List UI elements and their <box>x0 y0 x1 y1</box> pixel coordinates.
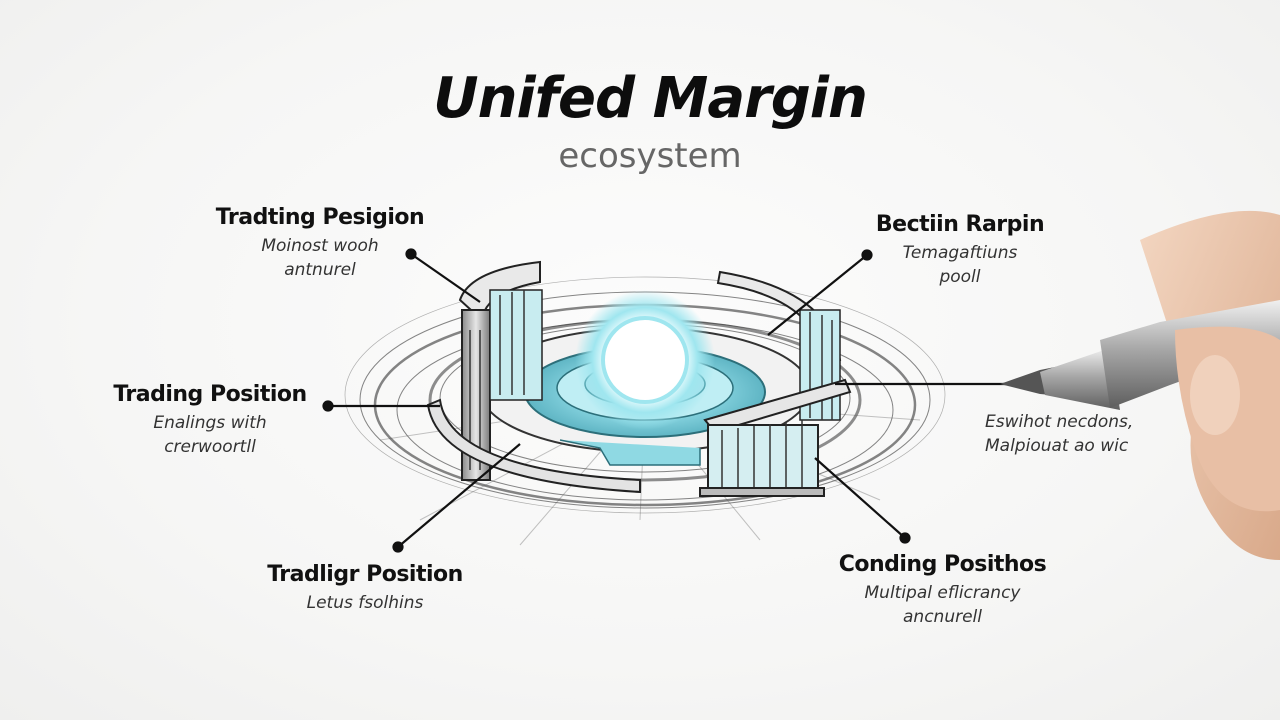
leader-dot-bottom-left <box>392 541 404 553</box>
label-top-right: Bectiin Rarpin Temagaftiuns pooll <box>850 212 1070 289</box>
label-title: Conding Posithos <box>838 552 1047 577</box>
leader-lines <box>322 248 1010 553</box>
label-line: antnurel <box>284 260 356 280</box>
label-title: Tradligr Position <box>267 562 463 587</box>
label-bottom-right: Conding Posithos Multipal eflicrancy anc… <box>820 552 1065 629</box>
label-line: Letus fsolhins <box>306 593 424 613</box>
diagram-title: Unifed Margin <box>433 66 868 131</box>
leader-line-top-right <box>767 254 868 336</box>
label-title: Bectiin Rarpin <box>875 212 1045 237</box>
label-line: Temagaftiuns <box>902 243 1018 263</box>
label-line: ancnurell <box>903 607 982 627</box>
leader-dot-mid-left <box>322 400 334 412</box>
right-colonnade <box>699 270 852 497</box>
label-line: Moinost wooh <box>261 236 379 256</box>
label-line: Multipal eflicrancy <box>864 583 1021 603</box>
leader-dot-top-left <box>405 248 417 260</box>
label-line: Eswihot necdons, <box>985 412 1134 432</box>
leader-line-bottom-right <box>814 457 906 539</box>
leader-dot-bottom-right <box>899 532 911 544</box>
diagram-subtitle: ecosystem <box>558 136 742 176</box>
leader-line-bottom-left <box>397 443 521 548</box>
hand-with-pen-icon <box>1000 210 1280 560</box>
leader-dot-top-right <box>861 249 873 261</box>
label-bottom-left: Tradligr Position Letus fsolhins <box>240 562 490 615</box>
leader-line-top-left <box>410 253 481 303</box>
label-title: Trading Position <box>113 382 307 407</box>
label-line: Malpiouat ao wic <box>985 436 1129 456</box>
label-title: Tradting Pesigion <box>215 205 425 230</box>
label-mid-right: Eswihot necdons, Malpiouat ao wic <box>985 406 1165 458</box>
label-mid-left: Trading Position Enalings with crerwoort… <box>90 382 330 459</box>
label-line: pooll <box>939 267 981 287</box>
label-line: Enalings with <box>153 413 267 433</box>
label-top-left: Tradting Pesigion Moinost wooh antnurel <box>200 205 440 282</box>
label-line: crerwoortll <box>164 437 256 457</box>
